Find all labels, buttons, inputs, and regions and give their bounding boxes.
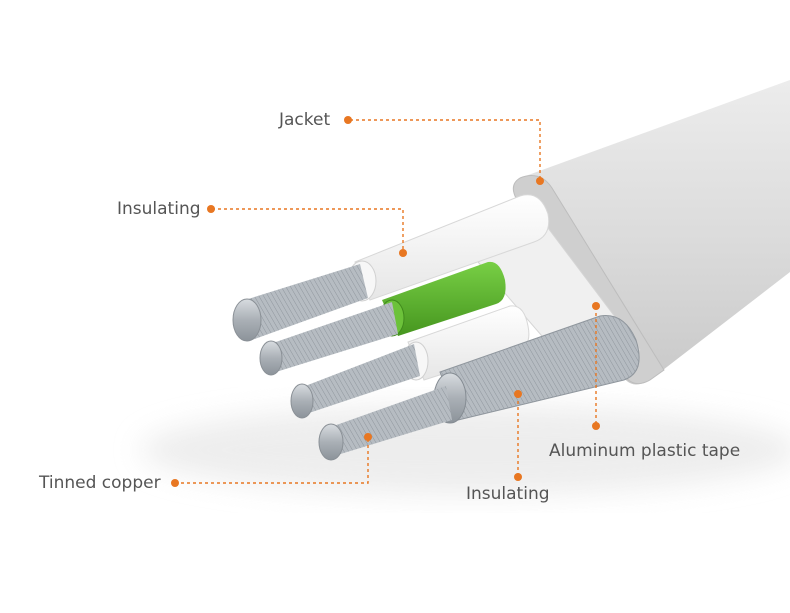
dot-insulating-top-label	[207, 205, 215, 213]
cable-shadow	[140, 405, 790, 495]
core-insulation-2	[382, 261, 506, 336]
label-insulating-top: Insulating	[117, 199, 201, 219]
copper-wire-3	[300, 344, 420, 414]
dot-jacket-target	[536, 177, 544, 185]
dot-tinned-copper-label	[171, 479, 179, 487]
copper-wire-1	[245, 264, 368, 340]
core-insulation-1	[354, 194, 550, 301]
label-insulating-bottom: Insulating	[466, 484, 550, 504]
dot-tinned-copper-target	[364, 433, 372, 441]
dot-insulating-bottom-label	[514, 473, 522, 481]
copper-wire-4-end	[318, 423, 344, 461]
dot-jacket-label	[344, 116, 352, 124]
dot-aluminum-label	[592, 422, 600, 430]
leader-tinned-copper	[175, 438, 369, 484]
label-aluminum-plastic-tape: Aluminum plastic tape	[549, 441, 741, 461]
label-tinned-copper: Tinned copper	[39, 473, 161, 493]
dot-aluminum-target	[592, 302, 600, 310]
leader-jacket	[350, 119, 541, 180]
dot-insulating-top-target	[399, 249, 407, 257]
copper-wire-3-end	[290, 383, 314, 419]
label-jacket: Jacket	[279, 110, 331, 130]
stranded-conductor	[439, 315, 640, 421]
copper-wire-4	[328, 386, 452, 456]
copper-wire-2-end	[259, 340, 283, 376]
leader-lines	[175, 119, 597, 484]
marker-dots	[171, 116, 600, 487]
dot-insulating-bottom-target	[514, 390, 522, 398]
leader-insulating-top	[212, 208, 404, 251]
copper-wire-2	[270, 302, 398, 372]
copper-wire-1-end	[232, 298, 262, 342]
